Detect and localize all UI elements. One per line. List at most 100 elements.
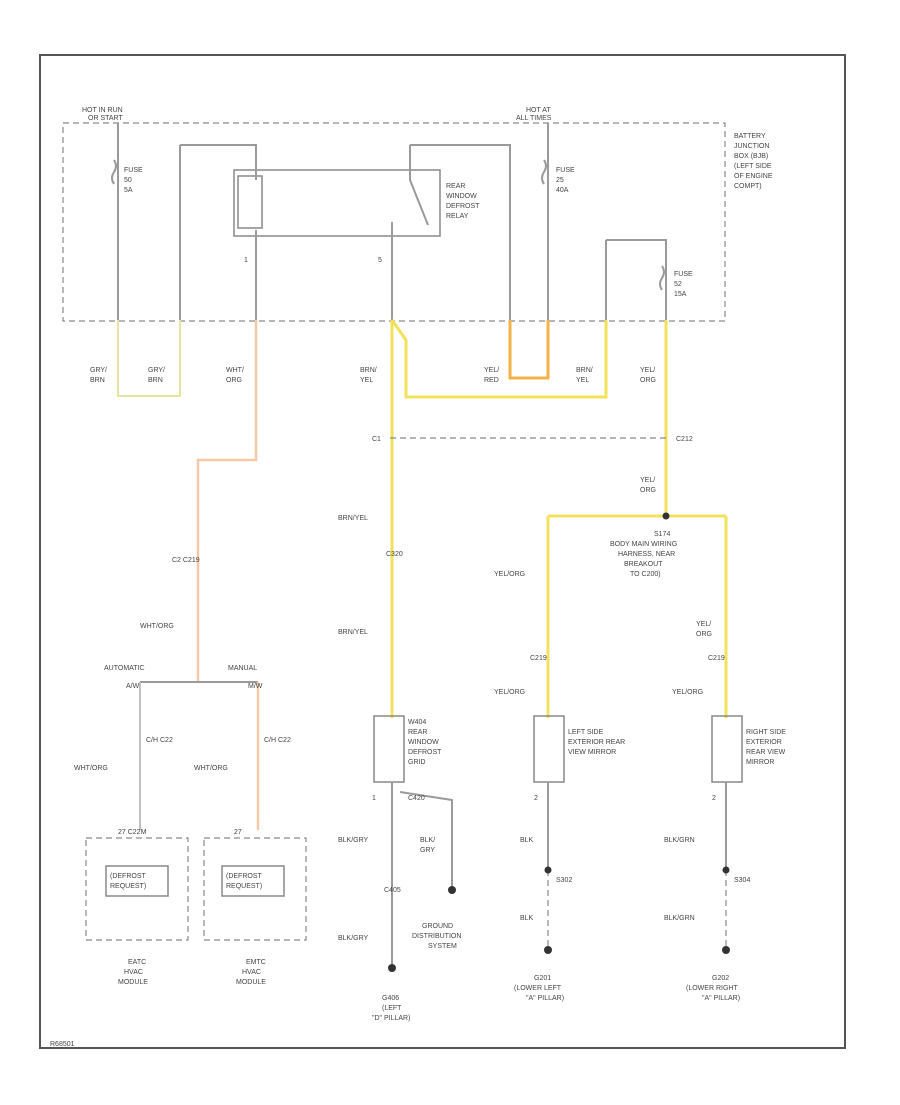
label-wht-org-1: WHT/ORG — [140, 623, 174, 630]
fuse-symbol-left — [111, 159, 117, 185]
label-eatc-defrost-1: (DEFROST — [110, 873, 147, 880]
label-bjb-6: COMPT) — [734, 183, 762, 190]
label-s174-2: BODY MAIN WIRING — [610, 541, 677, 548]
label-emtc-defrost-2: REQUEST) — [226, 883, 262, 890]
relay-box — [233, 169, 441, 237]
label-wire-gry-brn-2b: BRN — [148, 377, 163, 384]
label-ground-dist-3: SYSTEM — [428, 943, 457, 950]
label-blk-gry-1: BLK/GRY — [338, 837, 369, 844]
label-c-c405: C405 — [384, 887, 401, 894]
label-relay-4: RELAY — [446, 213, 469, 220]
label-fuse-left-3: 5A — [124, 187, 133, 194]
label-wire-yel-org-1a: YEL/ — [640, 367, 655, 374]
label-brn-yel-4: BRN/YEL — [338, 629, 368, 636]
rear-defrost-grid-symbol — [373, 715, 405, 783]
label-right-mirror-2: EXTERIOR — [746, 739, 782, 746]
emtc-defrost-request-box — [221, 865, 285, 897]
label-connector-c1: C1 — [372, 436, 381, 443]
label-yel-org-2a: YEL/ — [640, 477, 655, 484]
fuse-symbol-right — [659, 265, 665, 291]
label-emtc-1: EMTC — [246, 959, 266, 966]
label-ground-dist-1: GROUND — [422, 923, 453, 930]
label-left-mirror-2: EXTERIOR REAR — [568, 739, 625, 746]
label-emtc-3: MODULE — [236, 979, 266, 986]
label-rear-grid-3: WINDOW — [408, 739, 439, 746]
fuse-symbol-mid — [541, 159, 547, 185]
label-blk-1: BLK — [520, 837, 534, 844]
label-fuse-left-2: 50 — [124, 177, 132, 184]
label-wire-brn-yel-2a: BRN/ — [576, 367, 593, 374]
label-g201-3: "A" PILLAR) — [526, 995, 564, 1002]
label-ground-dist-2: DISTRIBUTION — [412, 933, 461, 940]
label-aw: A/W — [126, 683, 140, 690]
splice-s304 — [722, 866, 730, 874]
relay-switch-arm — [409, 145, 429, 226]
label-c-c420: C420 — [408, 795, 425, 802]
label-pin-2: 2 — [534, 795, 538, 802]
wire-fuse-right — [606, 239, 667, 320]
label-relay-pin-5: 5 — [378, 257, 382, 264]
label-right-mirror-3: REAR VIEW — [746, 749, 786, 756]
label-g201-2: (LOWER LEFT — [514, 985, 562, 992]
wire-blk-gry-ground-dist — [399, 791, 453, 890]
label-wire-brn-yel-2b: YEL — [576, 377, 589, 384]
label-emtc-2: HVAC — [242, 969, 261, 976]
label-blk-gry-2a: BLK/ — [420, 837, 435, 844]
label-s302: S302 — [556, 877, 572, 884]
label-c-27: 27 — [234, 829, 242, 836]
label-brn-yel-3: BRN/YEL — [338, 515, 368, 522]
relay-coil — [237, 175, 263, 229]
label-pin-1: 1 — [372, 795, 376, 802]
label-fuse-right-1: FUSE — [674, 271, 693, 278]
wire-yel-red — [508, 320, 550, 380]
ground-g201 — [544, 946, 552, 954]
label-c-c22m: 27 C22M — [118, 829, 147, 836]
label-wht-org-3: WHT/ORG — [194, 765, 228, 772]
label-fuse-left-1: FUSE — [124, 167, 143, 174]
label-blk-2: BLK — [520, 915, 534, 922]
ground-g406 — [388, 964, 396, 972]
label-wire-gry-brn-1b: BRN — [90, 377, 105, 384]
ground-dist-terminal — [448, 886, 456, 894]
label-wht-org-2: WHT/ORG — [74, 765, 108, 772]
label-mw: M/W — [248, 683, 263, 690]
label-yel-org-6: YEL/ORG — [672, 689, 703, 696]
label-g406-1: G406 — [382, 995, 399, 1002]
label-fuse-mid-3: 40A — [556, 187, 569, 194]
label-rear-grid-1: W404 — [408, 719, 426, 726]
label-s174-1: S174 — [654, 531, 670, 538]
label-bjb-4: (LEFT SIDE — [734, 163, 772, 170]
label-emtc-defrost-1: (DEFROST — [226, 873, 263, 880]
label-bjb-2: JUNCTION — [734, 143, 769, 150]
label-wire-brn-yel-1b: YEL — [360, 377, 373, 384]
label-eatc-3: MODULE — [118, 979, 148, 986]
label-fuse-right-3: 15A — [674, 291, 687, 298]
ground-g202 — [722, 946, 730, 954]
label-left-mirror-1: LEFT SIDE — [568, 729, 604, 736]
wire-relay-top — [180, 144, 257, 180]
label-hot-at-all-2: ALL TIMES — [516, 115, 552, 122]
label-bjb-3: BOX (BJB) — [734, 153, 768, 160]
label-c-c219-right: C219 — [708, 655, 725, 662]
eatc-module-outline — [85, 837, 189, 941]
label-bjb-5: OF ENGINE — [734, 173, 773, 180]
label-eatc-2: HVAC — [124, 969, 143, 976]
label-rear-grid-2: REAR — [408, 729, 427, 736]
label-yel-org-4: YEL/ORG — [494, 689, 525, 696]
label-fuse-right-2: 52 — [674, 281, 682, 288]
label-relay-1: REAR — [446, 183, 465, 190]
label-s304: S304 — [734, 877, 750, 884]
label-wire-brn-yel-1a: BRN/ — [360, 367, 377, 374]
label-c-c320: C320 — [386, 551, 403, 558]
emtc-module-outline — [203, 837, 307, 941]
label-blk-gry-3: BLK/GRY — [338, 935, 369, 942]
label-hot-in-run-1: HOT IN RUN — [82, 107, 123, 114]
splice-s302 — [544, 866, 552, 874]
label-relay-3: DEFROST — [446, 203, 480, 210]
label-blk-grn-2: BLK/GRN — [664, 915, 695, 922]
label-eatc-1: EATC — [128, 959, 146, 966]
label-wire-wht-org-b: ORG — [226, 377, 242, 384]
label-right-mirror-4: MIRROR — [746, 759, 774, 766]
